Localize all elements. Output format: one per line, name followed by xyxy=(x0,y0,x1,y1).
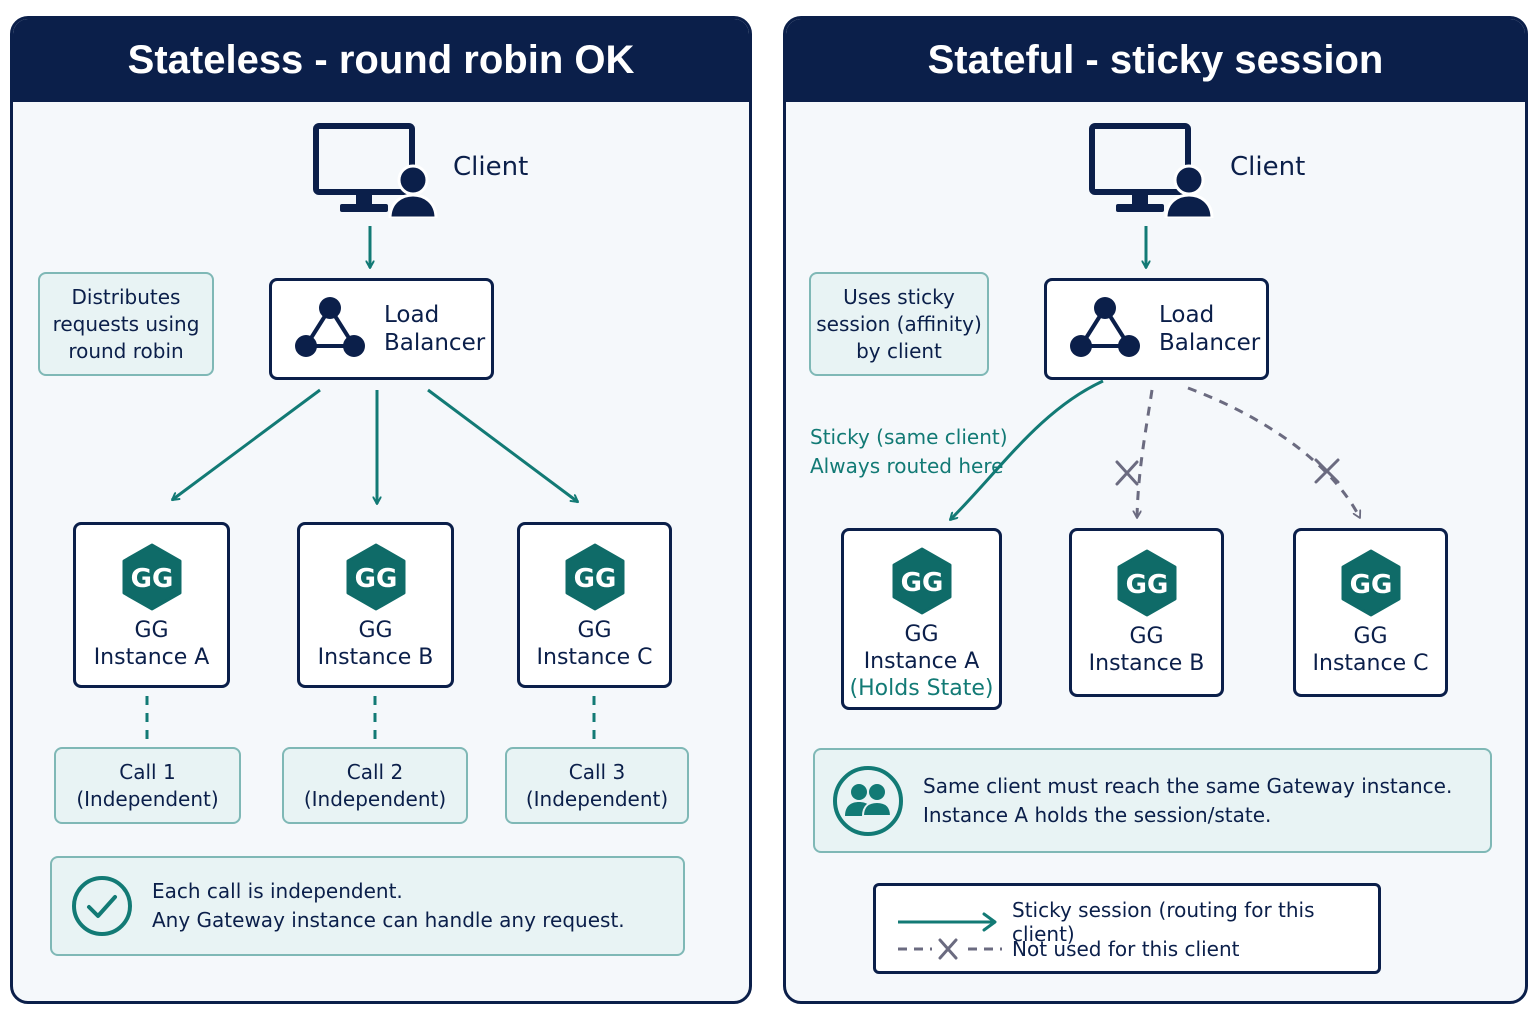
client-label-right: Client xyxy=(1230,152,1306,182)
legend-not-used-line xyxy=(898,938,1002,960)
x-mark-icon xyxy=(938,938,958,960)
call-line: (Independent) xyxy=(76,786,219,811)
legend-not-used-label: Not used for this client xyxy=(1012,937,1240,961)
load-balancer-right: Load Balancer xyxy=(1044,278,1269,380)
legend-sticky-label: Sticky session (routing for this client) xyxy=(1012,898,1315,946)
instance-line: Instance A xyxy=(863,649,980,674)
gg-hexagon-icon: GG xyxy=(892,547,951,615)
instance-line: GG xyxy=(358,618,393,643)
note-line: Distributes xyxy=(71,284,181,309)
legend-row-sticky: Sticky session (routing for this client) xyxy=(876,898,1378,946)
call-2-box: Call 2 (Independent) xyxy=(282,747,468,824)
round-robin-note: Distributes requests using round robin xyxy=(38,272,214,376)
instance-line: Instance A xyxy=(93,645,210,670)
call-line: Call 2 xyxy=(346,759,404,784)
instance-b-right: GG GG Instance B xyxy=(1069,528,1224,697)
stateless-title: Stateless - round robin OK xyxy=(13,19,749,102)
load-balancer-icon xyxy=(1070,297,1140,357)
call-line: Call 1 xyxy=(119,759,176,784)
instance-line: GG xyxy=(134,618,169,643)
legend-sticky-arrow xyxy=(898,912,997,932)
call-3-box: Call 3 (Independent) xyxy=(505,747,689,824)
call-line: Call 3 xyxy=(568,759,626,784)
lb-label-line: Load xyxy=(384,302,440,328)
instance-line: Instance C xyxy=(1312,651,1429,676)
instance-a-right: GG GG Instance A (Holds State) xyxy=(841,528,1002,710)
instance-b-left: GG GG Instance B xyxy=(297,522,454,688)
instance-a-left: GG GG Instance A xyxy=(73,522,230,688)
sticky-session-note: Uses sticky session (affinity) by client xyxy=(809,272,989,376)
note-line: round robin xyxy=(68,338,184,363)
instance-line: GG xyxy=(1129,624,1164,649)
instance-line: Instance B xyxy=(1088,651,1205,676)
load-balancer-left: Load Balancer xyxy=(269,278,494,380)
gg-hexagon-icon: GG xyxy=(1117,549,1176,617)
gg-badge-text: GG xyxy=(354,564,397,594)
instance-line: Instance B xyxy=(317,645,434,670)
stateful-title: Stateful - sticky session xyxy=(786,19,1525,102)
lb-label-line: Balancer xyxy=(1159,330,1261,356)
summary-line: Any Gateway instance can handle any requ… xyxy=(152,908,625,932)
gg-badge-text: GG xyxy=(1349,570,1392,600)
instance-line: GG xyxy=(577,618,612,643)
gg-badge-text: GG xyxy=(130,564,173,594)
call-1-box: Call 1 (Independent) xyxy=(54,747,241,824)
holds-state-label: (Holds State) xyxy=(849,676,994,701)
stateful-summary: Same client must reach the same Gateway … xyxy=(813,748,1492,853)
gg-badge-text: GG xyxy=(900,568,943,598)
check-circle-icon xyxy=(72,876,132,936)
gg-hexagon-icon: GG xyxy=(122,543,181,611)
gg-badge-text: GG xyxy=(573,564,616,594)
users-icon xyxy=(833,765,903,836)
legend: Sticky session (routing for this client)… xyxy=(873,883,1381,974)
sticky-label-line: Always routed here xyxy=(810,454,1004,478)
lb-label-line: Load xyxy=(1159,302,1215,328)
gg-badge-text: GG xyxy=(1125,570,1168,600)
stateless-panel: Stateless - round robin OK xyxy=(10,16,752,1004)
note-line: Uses sticky xyxy=(843,284,955,309)
instance-line: Instance C xyxy=(536,645,653,670)
legend-row-not-used: Not used for this client xyxy=(876,936,1378,962)
summary-line: Same client must reach the same Gateway … xyxy=(923,773,1453,798)
gg-hexagon-icon: GG xyxy=(1341,549,1400,617)
stateless-summary: Each call is independent. Any Gateway in… xyxy=(50,856,685,956)
instance-c-right: GG GG Instance C xyxy=(1293,528,1448,697)
instance-line: GG xyxy=(1353,624,1388,649)
client-label-left: Client xyxy=(453,152,529,182)
gg-hexagon-icon: GG xyxy=(346,543,405,611)
note-line: requests using xyxy=(52,311,200,336)
desktop-client-icon xyxy=(1089,123,1214,218)
instance-line: GG xyxy=(904,622,939,647)
desktop-client-icon xyxy=(313,123,438,218)
sticky-label-line: Sticky (same client) xyxy=(810,425,1008,449)
call-line: (Independent) xyxy=(303,786,447,811)
lb-label-line: Balancer xyxy=(384,330,486,356)
call-line: (Independent) xyxy=(525,786,669,811)
summary-line: Instance A holds the session/state. xyxy=(923,802,1272,827)
sticky-route-label: Sticky (same client) Always routed here xyxy=(810,423,1008,481)
instance-c-left: GG GG Instance C xyxy=(517,522,672,688)
load-balancer-icon xyxy=(295,297,365,357)
note-line: session (affinity) xyxy=(816,311,982,336)
note-line: by client xyxy=(856,338,942,363)
gg-hexagon-icon: GG xyxy=(565,543,624,611)
summary-line: Each call is independent. xyxy=(152,879,403,903)
